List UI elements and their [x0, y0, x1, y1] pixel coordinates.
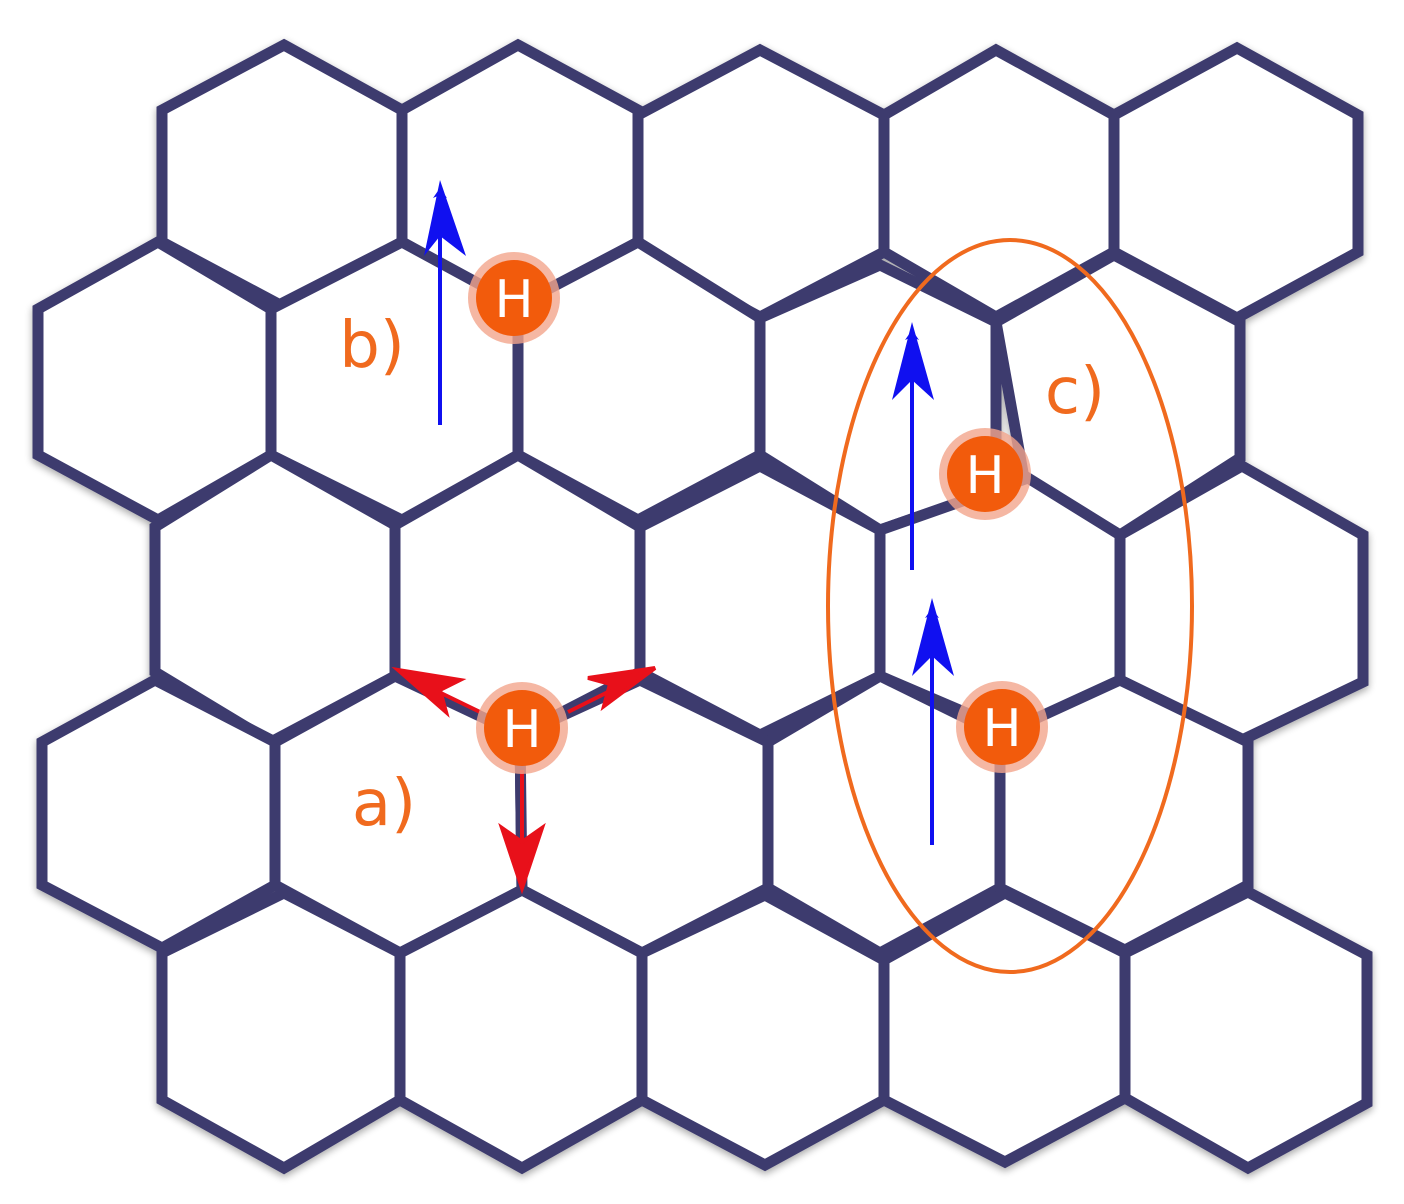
- panel-label-c: c): [1045, 355, 1105, 429]
- atom-label-c-lower: H: [982, 699, 1021, 759]
- graphene-lattice: [32, 38, 1373, 1175]
- atom-label-b: H: [494, 270, 533, 330]
- hydrogen-atom-b: H: [468, 252, 560, 344]
- hexagon: [156, 886, 406, 1175]
- hydrogen-atom-a: H: [476, 682, 568, 774]
- atom-label-c-upper: H: [965, 446, 1004, 506]
- arrowhead-a-down: [498, 822, 546, 895]
- panel-label-b: b): [339, 309, 405, 383]
- red-arrows: [391, 666, 657, 895]
- hexagon: [1119, 885, 1373, 1175]
- hydrogen-atom-c-upper: H: [939, 428, 1031, 520]
- panel-label-a: a): [352, 767, 416, 841]
- atom-label-a: H: [502, 700, 541, 760]
- hexagon: [394, 883, 648, 1175]
- arrowhead-c-lower: [912, 598, 954, 676]
- blue-arrowheads: [424, 180, 954, 676]
- arrowhead-a-left: [391, 666, 467, 718]
- pair-highlight-ellipse: [826, 238, 1194, 974]
- hydrogen-atom-c-lower: H: [956, 681, 1048, 773]
- arrowhead-c-upper: [892, 322, 934, 400]
- arrowhead-a-right: [587, 666, 657, 712]
- arrowhead-b: [424, 180, 466, 256]
- hexagon: [636, 888, 890, 1172]
- hexagon: [36, 673, 281, 955]
